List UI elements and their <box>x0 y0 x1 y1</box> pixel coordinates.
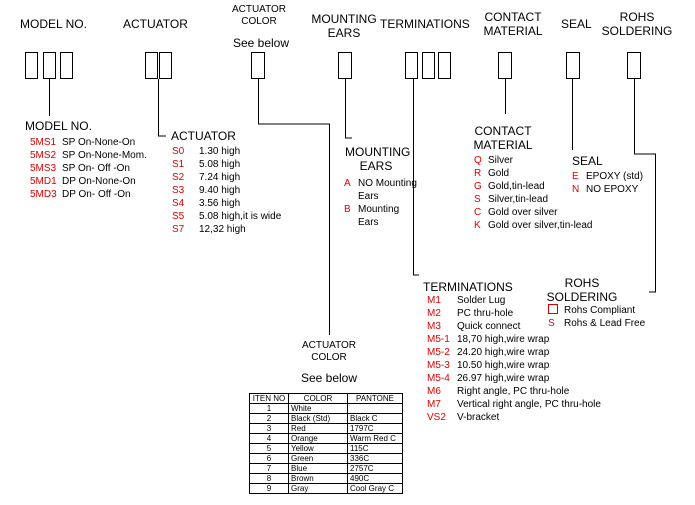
actuator-box-1 <box>145 52 158 79</box>
header-rohs-soldering: ROHS SOLDERING <box>601 10 673 38</box>
header-mounting-ears: MOUNTING EARS <box>311 12 377 40</box>
header-actuator: ACTUATOR <box>123 17 188 31</box>
column-header-item-no: ITEN NO <box>249 393 289 404</box>
table-header-row: ITEN NO COLOR PANTONE <box>249 393 403 404</box>
rohs-box <box>627 52 641 79</box>
actuator-color-box <box>251 52 265 79</box>
terminations-box-2 <box>422 52 435 79</box>
terminations-title: TERMINATIONS <box>423 280 513 294</box>
mounting-ears-item-cont: Ears <box>358 217 379 228</box>
actuator-color-title: ACTUATOR COLOR <box>301 340 357 363</box>
contact-material-title: CONTACT MATERIAL <box>473 124 533 152</box>
rohs-soldering-title: ROHS SOLDERING <box>546 276 618 304</box>
model-no-box-2 <box>43 52 56 79</box>
seal-box <box>566 52 580 79</box>
header-contact-material: CONTACT MATERIAL <box>483 10 543 38</box>
mounting-ears-title: MOUNTING EARS <box>345 145 411 173</box>
model-no-box-1 <box>25 52 38 79</box>
header-model-no: MODEL NO. <box>20 17 87 31</box>
seal-title: SEAL <box>572 154 603 168</box>
model-no-title: MODEL NO. <box>25 119 92 133</box>
actuator-color-note: See below <box>300 371 358 385</box>
header-actuator-color: ACTUATOR COLOR <box>231 4 287 27</box>
contact-material-box <box>498 52 512 79</box>
header-actuator-color-note: See below <box>232 36 290 50</box>
mounting-ears-item-cont: Ears <box>358 191 379 202</box>
actuator-title: ACTUATOR <box>171 129 236 143</box>
model-no-box-3 <box>60 52 73 79</box>
terminations-box-1 <box>405 52 418 79</box>
header-seal: SEAL <box>561 17 592 31</box>
column-header-color: COLOR <box>288 393 348 404</box>
terminations-box-3 <box>438 52 451 79</box>
rohs-soldering-item: Rohs Compliant <box>548 304 645 317</box>
mounting-ears-box <box>338 52 352 79</box>
actuator-box-2 <box>159 52 172 79</box>
column-header-pantone: PANTONE <box>347 393 403 404</box>
header-terminations: TERMINATIONS <box>380 17 470 31</box>
rohs-empty-code-box <box>548 304 558 314</box>
